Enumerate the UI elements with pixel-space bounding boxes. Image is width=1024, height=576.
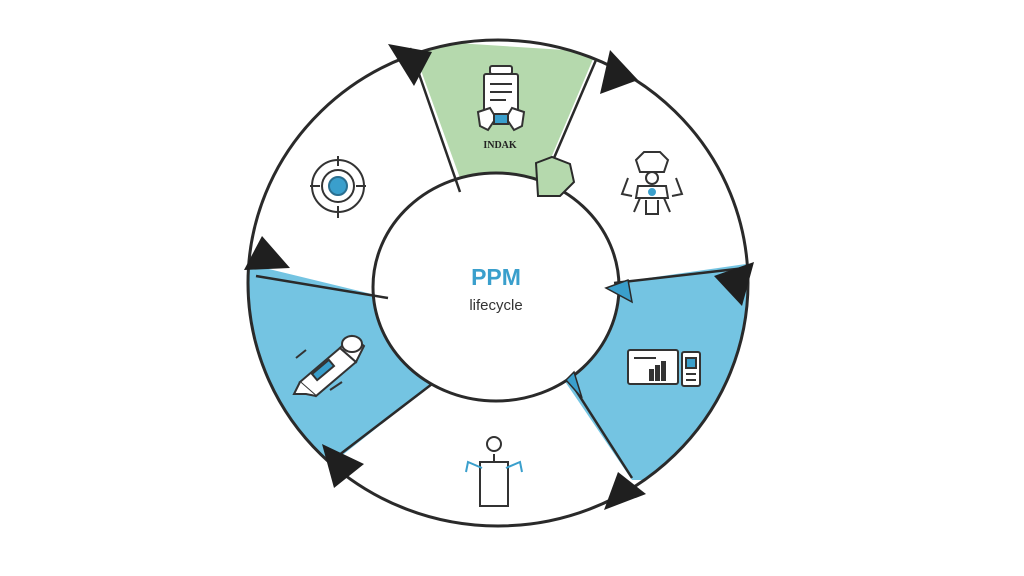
arrow-bottom-right-icon (604, 472, 646, 510)
center-subtitle: lifecycle (469, 297, 522, 314)
divider-lower-left (329, 383, 433, 463)
arrow-bottom-left-icon (322, 444, 364, 488)
document-intake-icon (476, 65, 526, 132)
top-segment-label: INDAK (483, 140, 517, 151)
usb-device-icon (292, 334, 366, 398)
person-signal-icon (465, 436, 523, 507)
arrow-top-right-icon (600, 50, 638, 94)
cycle-arrows (244, 44, 754, 510)
lower-right-notch-bottom (564, 370, 583, 399)
center-title: PPM (471, 264, 521, 290)
dashboard-monitor-icon (627, 349, 701, 387)
arrow-left-icon (244, 236, 290, 270)
lower-right-notch-top (604, 278, 634, 304)
divider-left (255, 274, 389, 300)
top-segment-notch (534, 155, 576, 197)
arrow-top-left-icon (388, 44, 432, 86)
divider-right (613, 266, 746, 285)
target-icon (310, 156, 366, 218)
arrow-right-icon (714, 262, 754, 306)
divider-top-right (546, 59, 598, 173)
segment-top-fill (410, 40, 596, 283)
robot-person-icon (620, 151, 684, 215)
